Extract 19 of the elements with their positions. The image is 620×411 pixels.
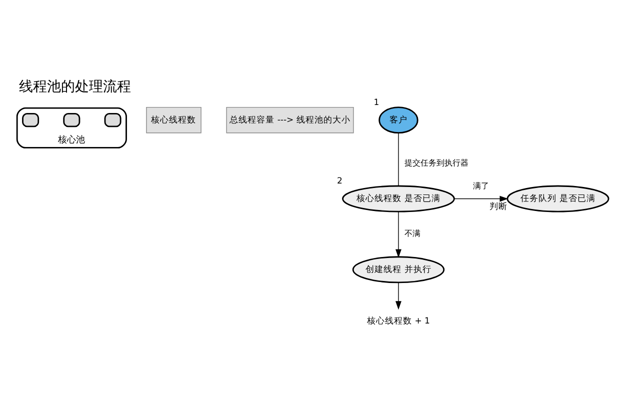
node-box (63, 113, 80, 128)
node-box: 核心线程数 (146, 106, 202, 134)
node-ellipse: 客户 (378, 106, 418, 134)
diagram-title: 线程池的处理流程 (18, 79, 131, 96)
node-label: 1 (374, 98, 380, 108)
connector (398, 132, 399, 186)
cluster: 核心池 (16, 107, 127, 148)
node-text: 核心线程数 + 1 (367, 316, 430, 327)
node-ellipse: 核心线程数 是否已满 (342, 185, 455, 212)
node-label: 2 (337, 176, 342, 187)
node-ellipse: 任务队列 是否已满 (506, 185, 610, 212)
node-box (22, 113, 40, 128)
arrow (454, 196, 508, 202)
node-ellipse: 创建线程 并执行 (352, 256, 445, 284)
node-box (104, 113, 122, 128)
arrow (395, 211, 402, 258)
arrow (395, 282, 402, 310)
node-box: 总线程容量 ---> 线程池的大小 (226, 106, 354, 134)
node-label: 判断 (489, 202, 508, 212)
